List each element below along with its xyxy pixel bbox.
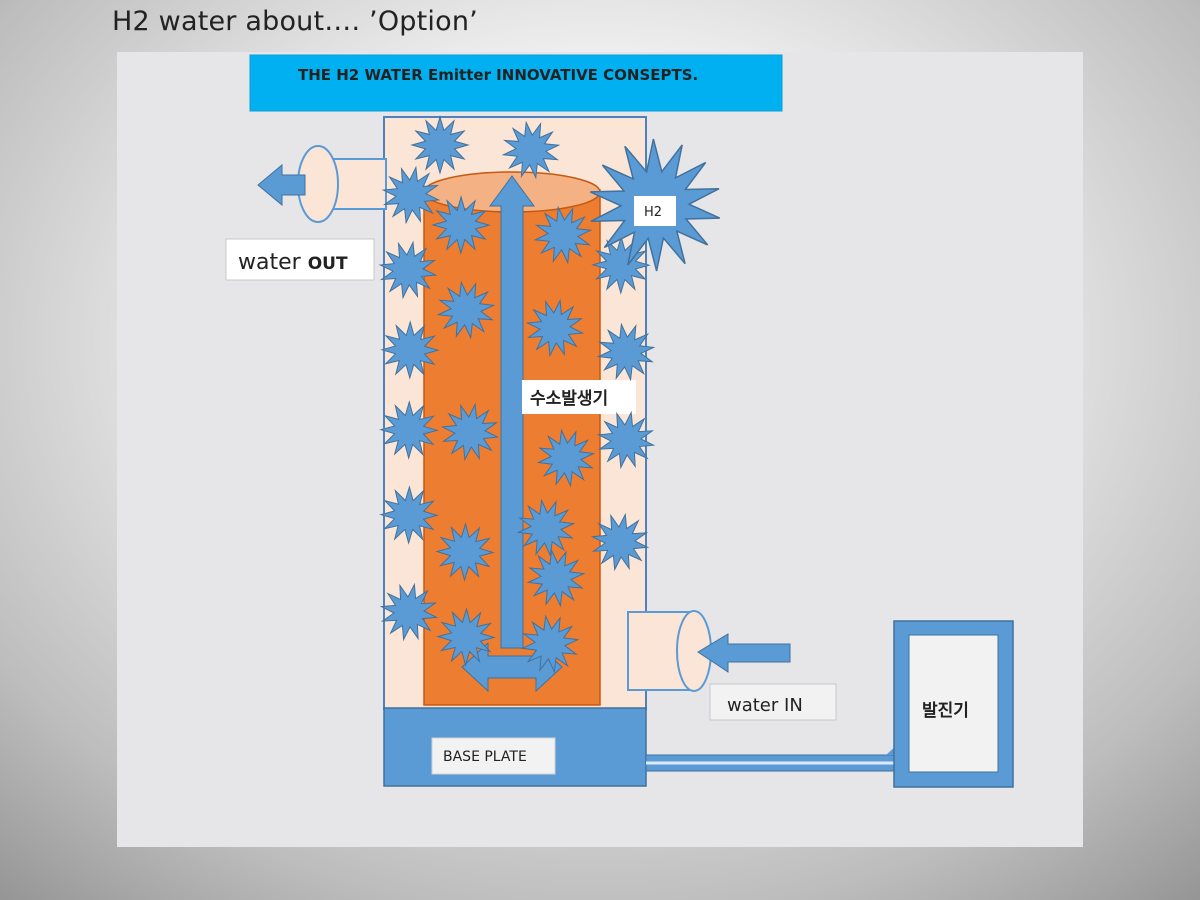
bubble-burst bbox=[440, 402, 500, 462]
water-in-label: water IN bbox=[727, 695, 803, 716]
water-out-prefix: water bbox=[238, 250, 308, 275]
water-out-label-box bbox=[225, 238, 375, 281]
h2-label-box bbox=[634, 196, 676, 226]
oscillator-label: 발진기 bbox=[922, 701, 969, 721]
bubble-burst bbox=[596, 322, 656, 382]
slide-title: H2 water about…. ’Option’ bbox=[112, 6, 478, 37]
bubble-burst bbox=[380, 320, 440, 380]
bubble-burst bbox=[516, 498, 576, 558]
bubble-burst bbox=[533, 205, 593, 265]
bubble-burst bbox=[381, 165, 441, 225]
bubble-burst bbox=[431, 195, 491, 255]
bubble-burst bbox=[379, 485, 439, 545]
h2-label: H2 bbox=[644, 205, 662, 220]
bubble-burst bbox=[526, 548, 586, 608]
bubble-burst bbox=[590, 512, 650, 572]
water-out-emphasis: OUT bbox=[308, 254, 348, 274]
base-plate-label: BASE PLATE bbox=[443, 749, 527, 765]
bubble-burst bbox=[379, 400, 439, 460]
banner-text: THE H2 WATER Emitter INNOVATIVE CONSEPTS… bbox=[298, 66, 698, 84]
generator-label: 수소발생기 bbox=[530, 389, 608, 409]
oscillator-inner bbox=[908, 634, 999, 773]
bubble-burst bbox=[520, 614, 580, 674]
base-plate-label-box bbox=[431, 737, 556, 775]
water-in-label-box bbox=[709, 683, 837, 721]
hydrogen-bubbles bbox=[378, 115, 656, 674]
bubble-burst bbox=[435, 522, 495, 582]
bubble-burst bbox=[536, 428, 596, 488]
bubble-burst bbox=[379, 582, 439, 642]
bubble-burst bbox=[525, 298, 585, 358]
inlet-arrow bbox=[697, 633, 791, 673]
water-out-label: water OUT bbox=[238, 250, 348, 275]
bubble-burst bbox=[410, 115, 470, 175]
bubble-burst bbox=[596, 410, 656, 470]
bubble-burst bbox=[436, 607, 496, 667]
bubble-burst bbox=[501, 120, 561, 180]
bubble-burst bbox=[436, 280, 496, 340]
generator-label-box bbox=[522, 380, 636, 414]
outlet-arrow bbox=[257, 163, 306, 207]
banner-box bbox=[249, 54, 783, 112]
bubble-burst bbox=[378, 240, 438, 300]
